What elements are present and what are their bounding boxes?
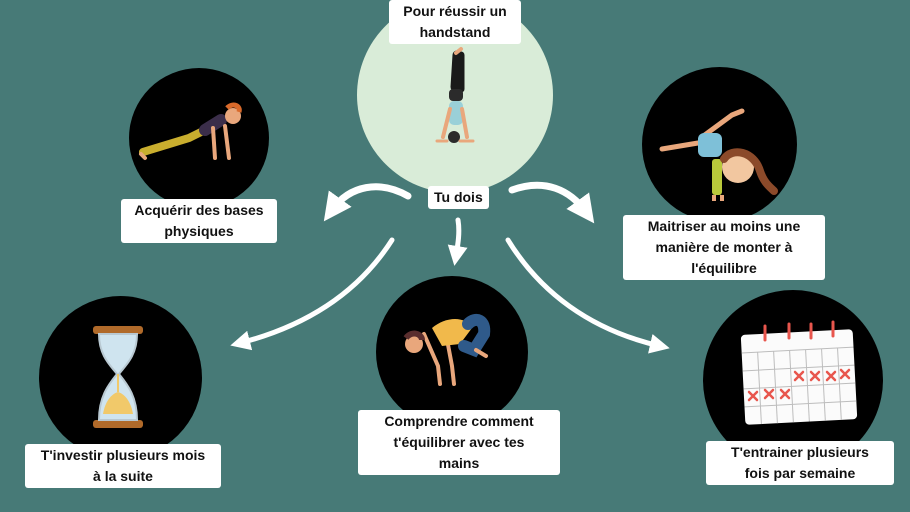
monter-circle [642,67,797,222]
cartwheel-child-icon [659,108,778,201]
calendar-icon [740,320,858,425]
plank-person-icon [139,102,242,160]
bases-circle [129,68,269,208]
mois-circle [39,296,202,459]
mois-label: T'investir plusieurs mois à la suite [25,444,221,488]
arrow-to-bases [323,183,412,222]
handstand-person-icon [435,47,475,143]
crow-pose-person-icon [403,313,491,386]
arrow-to-mois [230,237,395,351]
arrow-to-monter [508,181,595,224]
semaine-label: T'entrainer plusieurs fois par semaine [706,441,894,485]
monter-label: Maitriser au moins une manière de monter… [623,215,825,280]
equilibrer-circle [376,276,528,428]
equilibrer-label: Comprendre comment t'équilibrer avec tes… [358,410,560,475]
semaine-circle [703,290,883,470]
arrow-to-semaine [505,237,670,354]
hub-label: Tu dois [428,186,489,209]
hourglass-icon [93,326,143,428]
arrow-to-equilibrer [447,217,468,266]
title-label: Pour réussir un handstand [389,0,521,44]
bases-label: Acquérir des bases physiques [121,199,277,243]
